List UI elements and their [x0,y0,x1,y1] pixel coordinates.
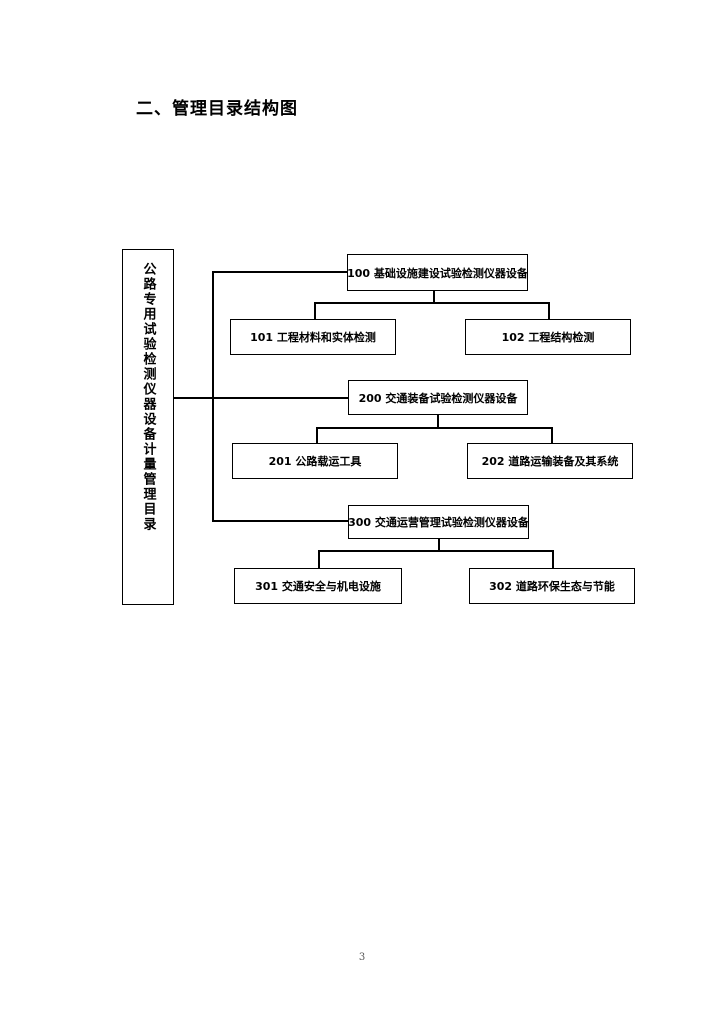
root-node-label: 公路专用试验检测仪器设备计量管理目录 [140,262,156,532]
page-number: 3 [358,952,366,963]
connector-200-down [437,414,439,428]
category-box-200: 200 交通装备试验检测仪器设备 [348,380,528,415]
connector-300-down [438,538,440,551]
subcategory-box-102: 102 工程结构检测 [465,319,631,355]
subcategory-label-102: 102 工程结构检测 [501,331,595,344]
connector-trunk-to-200 [212,397,349,399]
connector-100-to-102 [548,302,550,320]
subcategory-box-101: 101 工程材料和实体检测 [230,319,396,355]
connector-300-to-301 [318,550,320,569]
connector-100-down [433,290,435,303]
subcategory-box-201: 201 公路载运工具 [232,443,398,479]
connector-100-bar [314,302,549,304]
connector-200-bar [316,427,552,429]
connector-root-horizontal [174,397,212,399]
category-box-300: 300 交通运营管理试验检测仪器设备 [348,505,529,539]
subcategory-label-101: 101 工程材料和实体检测 [250,331,376,344]
connector-100-to-101 [314,302,316,320]
connector-300-to-302 [552,550,554,569]
subcategory-box-301: 301 交通安全与机电设施 [234,568,402,604]
subcategory-label-201: 201 公路载运工具 [268,455,362,468]
connector-200-to-202 [551,427,553,444]
connector-trunk-to-100 [212,271,347,273]
category-label-100: 100 基础设施建设试验检测仪器设备 [347,266,528,280]
section-heading: 二、管理目录结构图 [136,99,298,119]
connector-200-to-201 [316,427,318,444]
connector-trunk-vertical [212,271,214,521]
connector-trunk-to-300 [212,520,348,522]
connector-300-bar [318,550,553,552]
subcategory-box-202: 202 道路运输装备及其系统 [467,443,633,479]
root-node-box: 公路专用试验检测仪器设备计量管理目录 [122,249,174,605]
category-label-200: 200 交通装备试验检测仪器设备 [358,391,518,405]
subcategory-label-202: 202 道路运输装备及其系统 [481,455,619,468]
subcategory-label-301: 301 交通安全与机电设施 [255,580,381,593]
category-box-100: 100 基础设施建设试验检测仪器设备 [347,254,528,291]
category-label-300: 300 交通运营管理试验检测仪器设备 [348,516,529,529]
subcategory-label-302: 302 道路环保生态与节能 [489,580,615,593]
subcategory-box-302: 302 道路环保生态与节能 [469,568,635,604]
